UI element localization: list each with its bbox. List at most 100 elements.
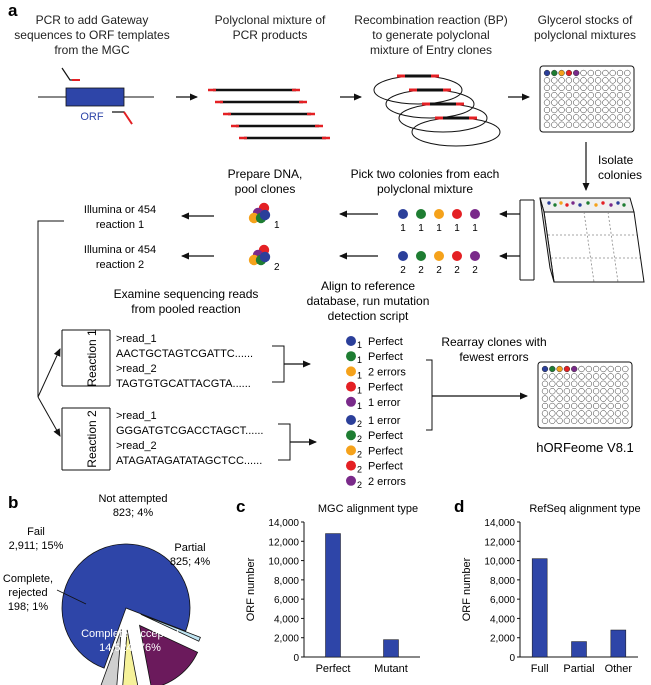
bar — [610, 629, 627, 658]
plate-well — [565, 114, 573, 121]
isolate-line2: colonies — [598, 168, 642, 182]
result-colony — [346, 460, 356, 471]
plate-well — [543, 92, 551, 99]
plate-well — [609, 114, 616, 121]
reaction-1-label: Reaction 1 — [85, 329, 99, 387]
result-subscript: 2 — [357, 419, 362, 429]
plate-well — [600, 402, 607, 410]
tray-colony — [609, 203, 613, 207]
pooled-clone — [259, 251, 271, 263]
plate-well — [600, 410, 607, 417]
plate-well — [565, 106, 573, 114]
result-colony — [346, 445, 356, 456]
plate-well — [587, 121, 594, 128]
plate-well — [609, 106, 616, 114]
orf-label: ORF — [80, 111, 104, 123]
plate-well — [571, 402, 578, 410]
plate-well — [587, 92, 594, 99]
plate-well — [616, 84, 624, 91]
plate-well — [622, 410, 629, 417]
plate-well — [543, 121, 551, 128]
plate-well — [541, 410, 549, 417]
colony-dot — [452, 251, 462, 261]
plate-well — [556, 373, 563, 380]
pie-label-partial-2: 825; 4% — [170, 556, 211, 568]
plate-well — [580, 99, 587, 106]
colony-subscript: 1 — [472, 223, 478, 234]
plate-well — [587, 84, 594, 91]
isolate-line1: Isolate — [598, 153, 634, 167]
prepare-line1: Prepare DNA, — [228, 167, 303, 181]
colony-dot — [470, 251, 480, 261]
tray-colony — [601, 201, 605, 205]
plate-well — [624, 92, 631, 99]
plate-well — [585, 388, 592, 395]
pick-line1: Pick two colonies from each — [351, 167, 500, 181]
colony-subscript: 2 — [418, 265, 424, 276]
result-subscript: 2 — [357, 434, 362, 444]
plate-well — [578, 410, 585, 417]
plate-well — [616, 92, 624, 99]
plate-well — [551, 121, 558, 128]
tray-colony — [586, 201, 590, 205]
step4-line1: Glycerol stocks of — [538, 13, 633, 27]
plate-well — [592, 402, 600, 410]
result-colony — [346, 351, 356, 362]
pie-slice — [138, 624, 199, 685]
plate-well — [624, 77, 631, 84]
plate-well — [556, 380, 563, 387]
tray-colony — [616, 201, 620, 205]
colony-subscript: 2 — [454, 265, 460, 276]
plate-well — [600, 380, 607, 387]
plate-well — [563, 395, 571, 402]
y-tick-label: 4,000 — [274, 614, 299, 625]
plate-well — [541, 365, 549, 373]
plate-well — [541, 380, 549, 387]
pie-label-fail-1: Fail — [27, 526, 45, 538]
x-tick-label: Partial — [563, 663, 594, 675]
plate-well — [592, 373, 600, 380]
plate-well — [607, 395, 614, 402]
plate-well — [549, 395, 556, 402]
plate-well — [594, 84, 602, 91]
plate-well — [622, 395, 629, 402]
plate-well — [600, 373, 607, 380]
y-tick-label: 2,000 — [490, 634, 515, 645]
step1-line1: PCR to add Gateway — [36, 13, 149, 27]
plate-well — [541, 388, 549, 395]
reaction-1-read2-seq: TAGTGTGCATTACGTA...... — [116, 378, 251, 390]
plate-well — [578, 395, 585, 402]
plate-well — [585, 410, 592, 417]
pie-label-rejected-3: 198; 1% — [8, 601, 49, 613]
result-colony — [346, 336, 356, 346]
reaction-2: Reaction 2 >read_1 GGGATGTCGACCTAGCT....… — [61, 407, 317, 471]
y-axis-label: ORF number — [245, 557, 257, 621]
plate-well — [609, 99, 616, 106]
plate-well — [571, 365, 578, 373]
plate-well — [616, 121, 624, 128]
plate-well — [614, 373, 622, 380]
colony-dot — [434, 209, 444, 219]
plate-well — [585, 417, 592, 424]
plate-well — [587, 114, 594, 121]
tray-colony — [594, 203, 598, 207]
plate-well — [587, 99, 594, 106]
step1-line3: from the MGC — [54, 43, 130, 57]
plate-well — [600, 365, 607, 373]
colony-dot — [416, 251, 426, 261]
plate-well — [565, 69, 573, 77]
reaction-1: Reaction 1 >read_1 AACTGCTAGTCGATTC.....… — [61, 329, 311, 390]
pie-label-accepted-1: Complete, accepted — [81, 628, 179, 640]
plate-well — [549, 417, 556, 424]
plate-well — [563, 402, 571, 410]
plate-well — [578, 402, 585, 410]
plate-well — [571, 410, 578, 417]
prepare-line2: pool clones — [235, 182, 296, 196]
plate-well — [558, 69, 565, 77]
plate-well — [585, 373, 592, 380]
plate-well — [551, 106, 558, 114]
plate-well — [622, 388, 629, 395]
plate-well — [580, 121, 587, 128]
plate-well — [594, 121, 602, 128]
step2-line1: Polyclonal mixture of — [215, 13, 326, 27]
